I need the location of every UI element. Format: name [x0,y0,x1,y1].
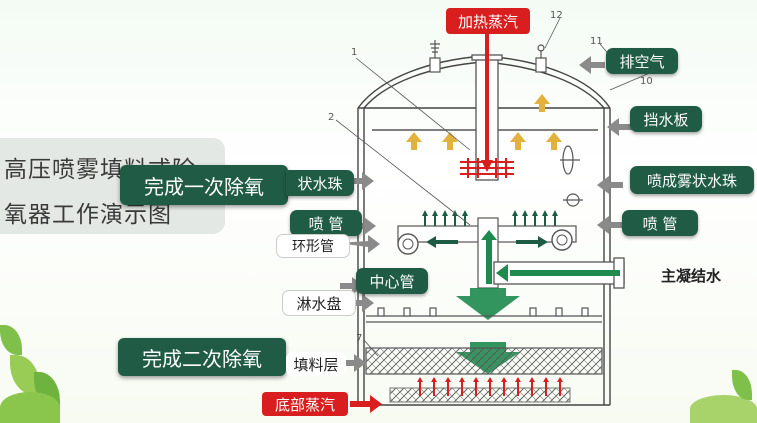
leaf-decoration [0,325,22,355]
callout-number: 10 [640,76,653,87]
callout-number: 1 [351,47,358,58]
page-title-line2: 氧器工作演示图 [4,202,172,228]
ring-pipe-label: 环形管 [276,234,350,258]
packing-layer-label: 填料层 [286,352,346,376]
baffle-label: 挡水板 [630,106,702,132]
nozzle-flow-arrows [426,236,548,248]
leaf-decoration [0,392,60,423]
nozzle-left-label: 喷 管 [290,210,362,236]
heating-steam-label: 加热蒸汽 [446,8,530,34]
bottom-steam-label: 底部蒸汽 [262,392,348,416]
main-condensate-label: 主凝结水 [661,267,722,285]
leaf-decoration [732,370,752,400]
callout-number: 11 [590,36,603,47]
spray-valves [560,145,583,207]
bottom-steam-zone [389,377,571,403]
bottom-steam-arrow [350,395,382,413]
steam-distributor [460,158,514,178]
callout-number: 7 [356,333,363,344]
stage-first-label: 完成一次除氧 [120,165,288,205]
spray-left-label: 状水珠 [286,170,354,196]
water-tray-label: 淋水盘 [282,290,356,316]
spray-up-arrows [422,210,558,226]
vent-nozzles [429,40,547,73]
rising-steam-arrows [406,94,562,150]
nozzle-right-label: 喷 管 [622,210,698,236]
center-pipe-label: 中心管 [356,268,428,294]
main-condensate-pipe [493,257,625,289]
spray-right-label: 喷成雾状水珠 [630,166,754,194]
stage-second-label: 完成二次除氧 [118,338,286,376]
callout-number: 2 [328,112,335,123]
callout-number: 12 [550,10,563,21]
water-tray [366,307,602,323]
packing-layer [365,347,603,375]
steam-inlet-pipe [471,22,503,181]
vent-label: 排空气 [606,48,678,74]
